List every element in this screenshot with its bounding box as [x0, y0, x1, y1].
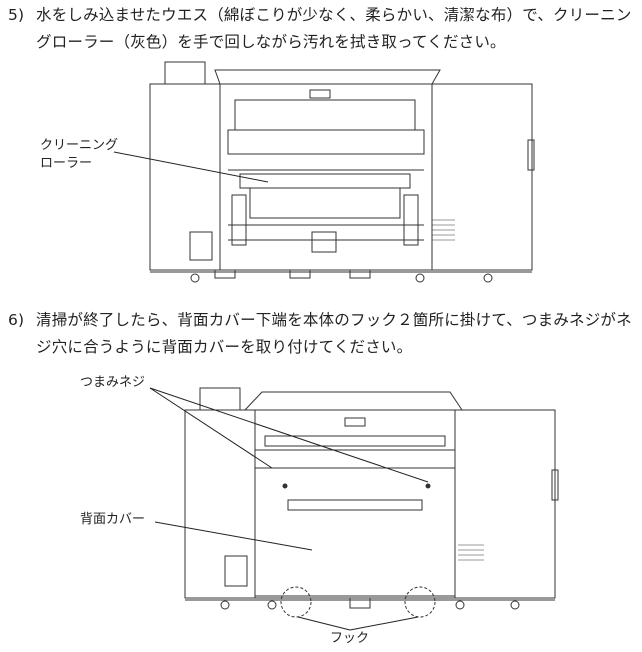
step-text: 水をしみ込ませたウエス（綿ぼこりが少なく、柔らかい、清潔な布）で、クリーニングロ…: [36, 6, 632, 51]
back-cover-label: 背面カバー: [80, 512, 146, 527]
cleaning-roller-label: クリーニング ローラー: [40, 137, 118, 173]
step-6: 6) 清掃が終了したら、背面カバー下端を本体のフック２箇所に掛けて、つまみネジが…: [8, 307, 636, 361]
step-number: 6): [8, 311, 25, 329]
step-text: 清掃が終了したら、背面カバー下端を本体のフック２箇所に掛けて、つまみネジがネジ穴…: [36, 311, 632, 356]
hook-label: フック: [330, 631, 370, 646]
step-number: 5): [8, 6, 25, 24]
label-line-1: クリーニング: [40, 138, 119, 153]
step-5: 5) 水をしみ込ませたウエス（綿ぼこりが少なく、柔らかい、清潔な布）で、クリーニ…: [8, 2, 636, 56]
label-line-2: ローラー: [40, 156, 93, 171]
thumbscrew-label: つまみネジ: [80, 375, 146, 390]
